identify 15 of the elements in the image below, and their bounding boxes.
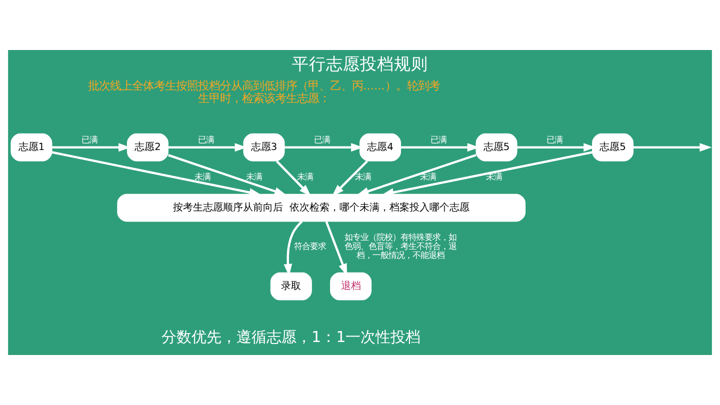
- edge-label: 未满: [246, 172, 262, 182]
- edge-label: 未满: [297, 172, 314, 182]
- edge-label: 符合要求: [294, 241, 326, 252]
- diagram-title: 平行志愿投档规则: [292, 54, 428, 74]
- label: 分数优先，遵循志愿，1：1一次性投档: [162, 328, 421, 346]
- edge-label: 未满: [194, 172, 210, 182]
- edge-label: 未满: [355, 172, 372, 182]
- edge-label: 已满: [82, 134, 98, 145]
- edge-label: 已满: [314, 134, 330, 145]
- label: 批次线上全体考生按照投档分从高到低排序（甲、乙、丙......）。轮到考生甲时，检索该考生志愿：: [88, 78, 440, 106]
- edge-label: 已满: [198, 134, 214, 145]
- edge-label: 如专业（院校）有特殊要求，如色弱、色盲等，考生不符合，退档，一般情况，不能退档: [344, 232, 457, 260]
- edge-label: 已满: [430, 134, 446, 145]
- edge-label: 已满: [546, 134, 563, 145]
- edge-label: 未满: [420, 172, 436, 182]
